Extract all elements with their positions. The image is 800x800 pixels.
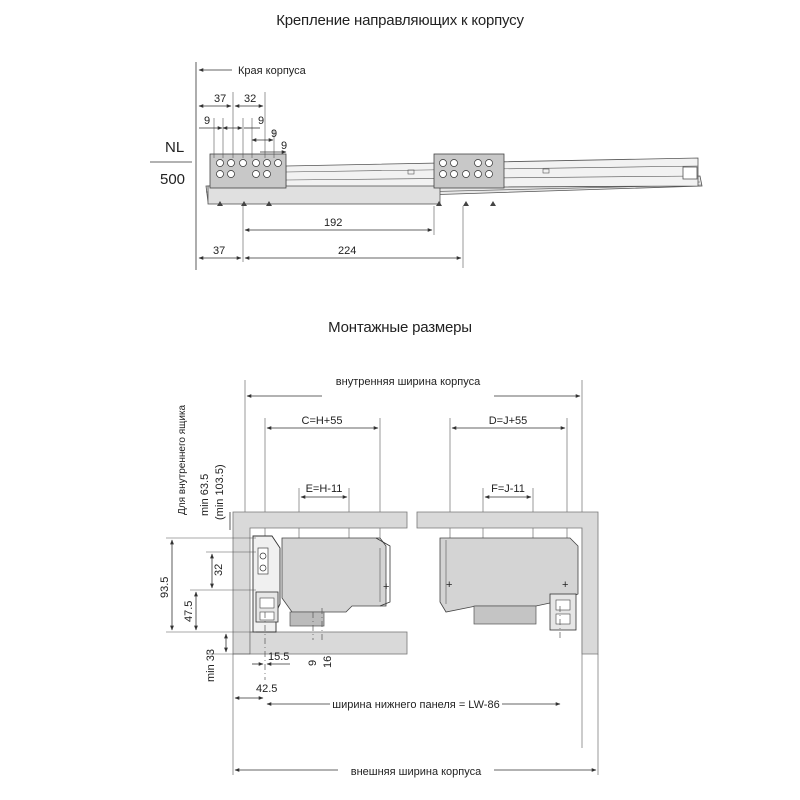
- cabinet-right-panel: [416, 511, 599, 655]
- d42-label: 42.5: [256, 683, 277, 695]
- drawer-left-bottom: [289, 611, 325, 627]
- rail-front-part: [207, 185, 441, 205]
- nl-value: 500: [160, 171, 185, 188]
- block-holes-rear: [439, 159, 493, 178]
- mounting-block-front: [209, 153, 287, 189]
- d9-label: 9: [307, 660, 319, 666]
- dim-37-bottom-label: 37: [213, 245, 225, 257]
- plus-mark: +: [562, 579, 568, 591]
- inner-box-label: Для внутреннего ящика: [177, 404, 188, 515]
- mounting-dimensions-diagram: внутренняя ширина корпуса C=H+55 D=J+55 …: [159, 376, 599, 778]
- drawer-left-back-edge: [375, 537, 391, 607]
- right-runner: [549, 593, 577, 631]
- d16-label: 16: [322, 656, 334, 668]
- top-title: Крепление направляющих к корпусу: [276, 12, 524, 29]
- dim-9-d-label: 9: [281, 140, 287, 152]
- dim-9-b-label: 9: [258, 115, 264, 127]
- label-bg: [322, 388, 494, 402]
- bottom-panel-label: ширина нижнего панеля = LW-86: [332, 699, 499, 711]
- min-63-label: min 63.5: [199, 474, 211, 516]
- d15-label: 15.5: [268, 651, 289, 663]
- dim-37-top-label: 37: [214, 93, 226, 105]
- runner-profile-inner: [555, 613, 571, 625]
- dim-32-label: 32: [244, 93, 256, 105]
- outer-width-label: внешняя ширина корпуса: [351, 766, 482, 778]
- inner-width-label: внутренняя ширина корпуса: [336, 376, 481, 388]
- label-bg: [338, 762, 494, 776]
- bottom-title: Монтажные размеры: [328, 319, 472, 336]
- min-103-label: (min 103.5): [214, 464, 226, 520]
- cabinet-bottom-panel: [249, 631, 408, 655]
- rail-end-cap: [682, 166, 698, 180]
- dim-9-c-label: 9: [271, 128, 277, 140]
- runner-part: [257, 547, 269, 575]
- rail-slot: [407, 169, 415, 175]
- c-label: C=H+55: [302, 415, 343, 427]
- screw-markers: [217, 201, 496, 206]
- nl-label: NL: [165, 139, 184, 156]
- dim-224-label: 224: [338, 245, 356, 257]
- cabinet-edge-label: Края корпуса: [238, 65, 307, 77]
- min-33-label: min 33: [205, 649, 217, 682]
- top-slide-diagram: Края корпуса NL 500: [150, 62, 703, 270]
- dim-192-label: 192: [324, 217, 342, 229]
- drawer-left-body: [281, 537, 387, 613]
- label-bg: [330, 696, 502, 710]
- d93-label: 93.5: [159, 577, 171, 598]
- plus-mark: +: [446, 579, 452, 591]
- plus-mark: +: [383, 581, 389, 593]
- runner-profile-inner: [259, 597, 275, 609]
- runner-screw: [259, 564, 267, 572]
- drawer-right-bottom: [473, 605, 537, 625]
- d-label: D=J+55: [489, 415, 528, 427]
- runner-profile-inner: [555, 599, 571, 611]
- block-holes-front: [216, 159, 282, 178]
- e-label: E=H-11: [306, 483, 343, 495]
- f-label: F=J-11: [491, 483, 525, 495]
- mounting-block-rear: [433, 153, 505, 189]
- runner-profile-inner: [259, 611, 275, 621]
- d47-label: 47.5: [183, 601, 195, 622]
- d32-label: 32: [213, 564, 225, 576]
- rail-slot-2: [542, 168, 550, 174]
- dim-9-a-label: 9: [204, 115, 210, 127]
- runner-screw: [259, 552, 267, 560]
